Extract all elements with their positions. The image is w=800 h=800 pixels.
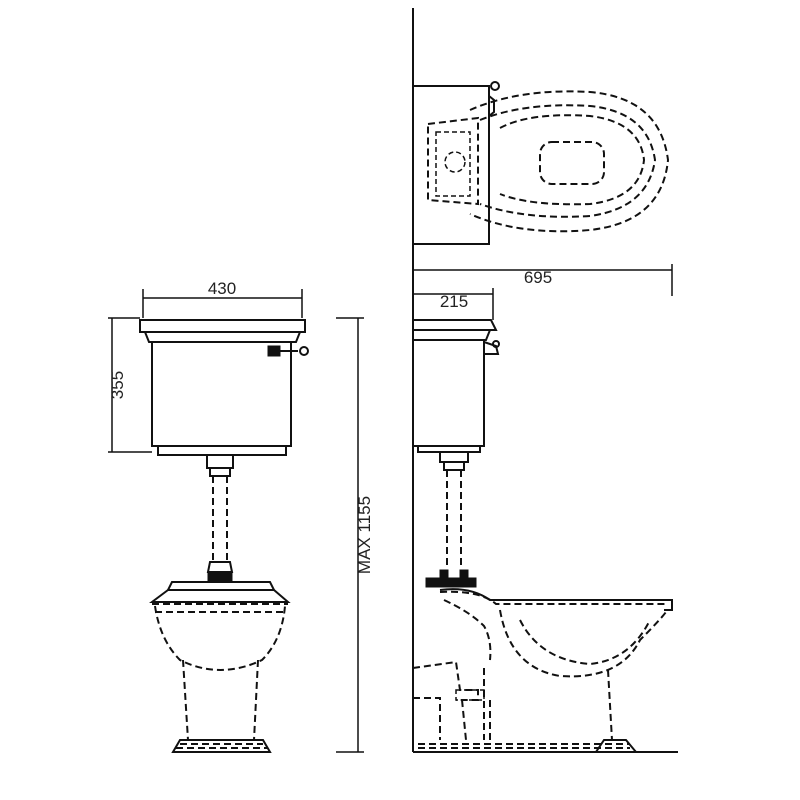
- pan-front: [149, 581, 291, 753]
- flush-pipe-front: [206, 455, 234, 583]
- flush-lever-icon: [267, 345, 309, 357]
- flush-pipe-side: [425, 452, 477, 588]
- dimension-cistern-height-label: 355: [108, 371, 127, 399]
- dimension-projection: 695: [413, 264, 673, 296]
- dimension-width-label: 430: [208, 279, 236, 298]
- cistern-front: [139, 319, 309, 456]
- front-elevation: 430 355: [108, 279, 374, 753]
- side-elevation: 215: [412, 288, 673, 753]
- cistern-side: [413, 319, 500, 453]
- dimension-overall-height-label: MAX 1155: [355, 496, 374, 574]
- dimension-overall-height: MAX 1155: [336, 317, 374, 753]
- pan-side: [412, 588, 673, 753]
- dimension-cistern-height: 355: [108, 317, 152, 453]
- dimension-cistern-depth: 215: [413, 288, 494, 320]
- dimension-projection-label: 695: [524, 268, 552, 287]
- dimension-width: 430: [142, 279, 303, 318]
- wall-line: [412, 8, 678, 753]
- plan-view: [412, 81, 670, 245]
- dimension-cistern-depth-label: 215: [440, 292, 468, 311]
